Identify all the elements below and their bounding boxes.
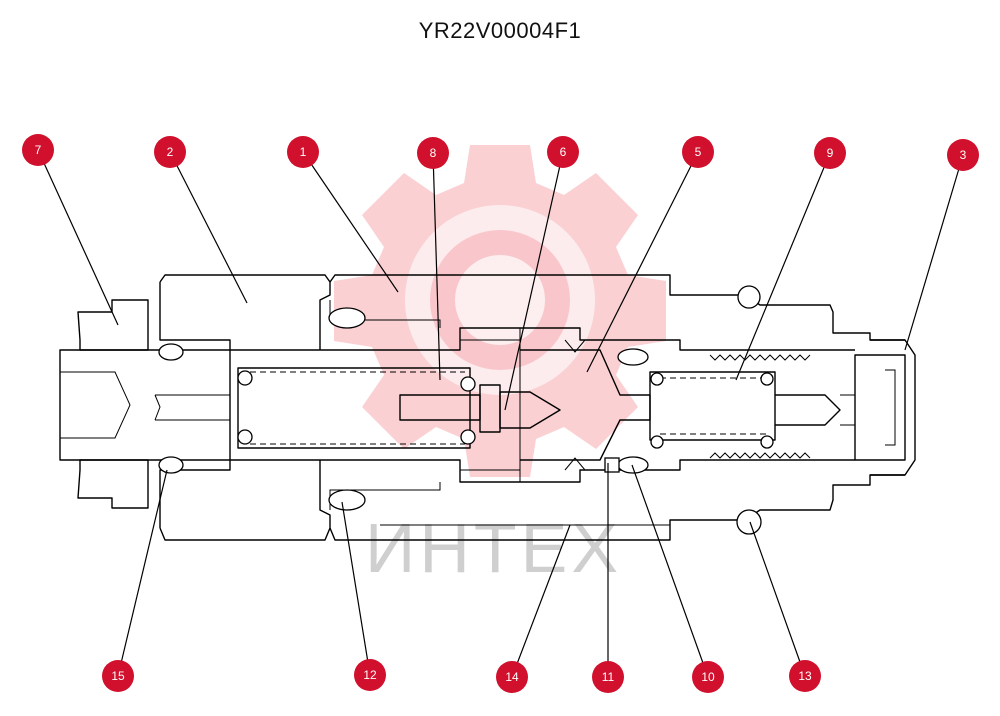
callout-12: 12	[354, 659, 386, 691]
valve-body	[59, 274, 916, 541]
callout-label: 15	[111, 669, 125, 683]
callout-5: 5	[682, 136, 714, 168]
callout-label: 5	[695, 145, 702, 159]
callout-label: 8	[430, 146, 437, 160]
o-ring-upper-left	[328, 307, 366, 329]
seals	[158, 285, 774, 535]
callout-label: 10	[701, 670, 715, 684]
watermark-gear-icon	[334, 145, 666, 477]
callout-2: 2	[154, 136, 186, 168]
callout-13: 13	[789, 660, 821, 692]
o-ring-upper-piston	[617, 348, 649, 366]
callout-label: 2	[167, 145, 174, 159]
ball-spring-lower-right	[760, 435, 774, 449]
ball-spring-lower	[650, 435, 664, 449]
ball-upper-left	[237, 370, 253, 386]
callout-1: 1	[287, 136, 319, 168]
o-ring-10	[617, 456, 649, 474]
o-ring-13	[736, 509, 762, 535]
callout-3: 3	[947, 139, 979, 171]
callout-label: 6	[560, 145, 567, 159]
o-ring-upper-right	[737, 285, 761, 309]
o-ring-12	[328, 489, 366, 511]
callout-label: 12	[363, 668, 377, 682]
callout-8: 8	[417, 137, 449, 169]
o-ring-15	[158, 456, 184, 474]
callout-9: 9	[814, 137, 846, 169]
callout-15: 15	[102, 660, 134, 692]
callout-label: 14	[505, 670, 519, 684]
callout-label: 3	[960, 148, 967, 162]
callout-label: 11	[602, 670, 615, 684]
ball-upper-right	[460, 376, 476, 392]
callout-11: 11	[592, 661, 624, 693]
callout-10: 10	[692, 661, 724, 693]
ball-lower-right	[460, 429, 476, 445]
leader-lines	[37, 149, 964, 678]
diagram-title: YR22V00004F1	[418, 18, 582, 43]
callout-7: 7	[22, 134, 54, 166]
watermark-text: ИНТЕХ	[365, 509, 622, 587]
ball-spring-upper-right	[760, 372, 774, 386]
ball-lower-left	[237, 429, 253, 445]
callout-label: 13	[798, 669, 812, 683]
ball-spring-upper	[650, 372, 664, 386]
backup-ring-11	[604, 457, 620, 473]
callout-14: 14	[496, 661, 528, 693]
o-ring-upper-cap	[158, 343, 184, 361]
callout-6: 6	[547, 136, 579, 168]
callout-label: 7	[35, 143, 42, 157]
callout-label: 9	[827, 146, 834, 160]
callout-label: 1	[300, 145, 307, 159]
